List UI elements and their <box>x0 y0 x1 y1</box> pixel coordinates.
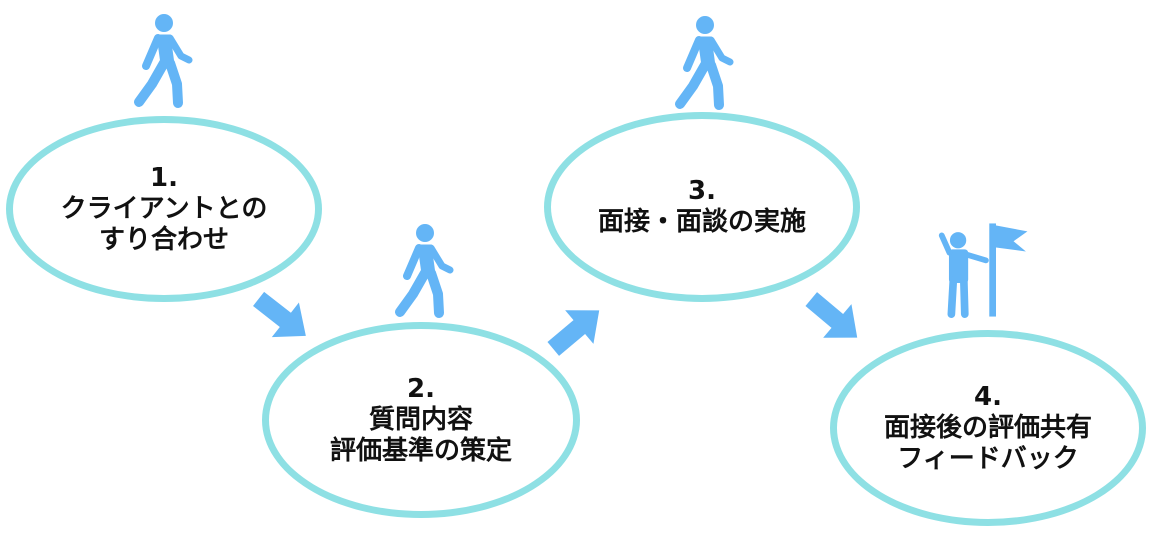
step-2-bubble: 2. 質問内容 評価基準の策定 <box>262 322 580 518</box>
arrow-up-right-icon <box>547 310 600 356</box>
step-4-title-line-2: フィードバック <box>897 443 1079 474</box>
step-3-number: 3. <box>688 176 716 206</box>
step-4-title-line-1: 面接後の評価共有 <box>883 412 1092 443</box>
step-3-title-line-1: 面接・面談の実施 <box>597 207 806 237</box>
step-1-number: 1. <box>150 162 178 193</box>
arrow-down-right-icon <box>805 292 858 338</box>
step-2-number: 2. <box>407 373 435 404</box>
walking-person-icon <box>674 16 734 111</box>
arrow-down-right-icon <box>253 291 306 338</box>
step-1-title-line-2: すり合わせ <box>98 224 229 255</box>
walking-person-icon <box>394 224 454 319</box>
person-with-flag-icon <box>936 222 1032 318</box>
walking-person-icon <box>133 14 193 109</box>
step-4-number: 4. <box>974 381 1002 412</box>
step-1-title-line-1: クライアントとの <box>60 193 268 224</box>
step-2-title-line-1: 質問内容 <box>368 404 473 435</box>
step-4-bubble: 4. 面接後の評価共有 フィードバック <box>830 330 1146 526</box>
step-3-bubble: 3. 面接・面談の実施 <box>544 112 860 302</box>
step-1-bubble: 1. クライアントとの すり合わせ <box>6 116 322 302</box>
step-2-title-line-2: 評価基準の策定 <box>329 435 512 466</box>
